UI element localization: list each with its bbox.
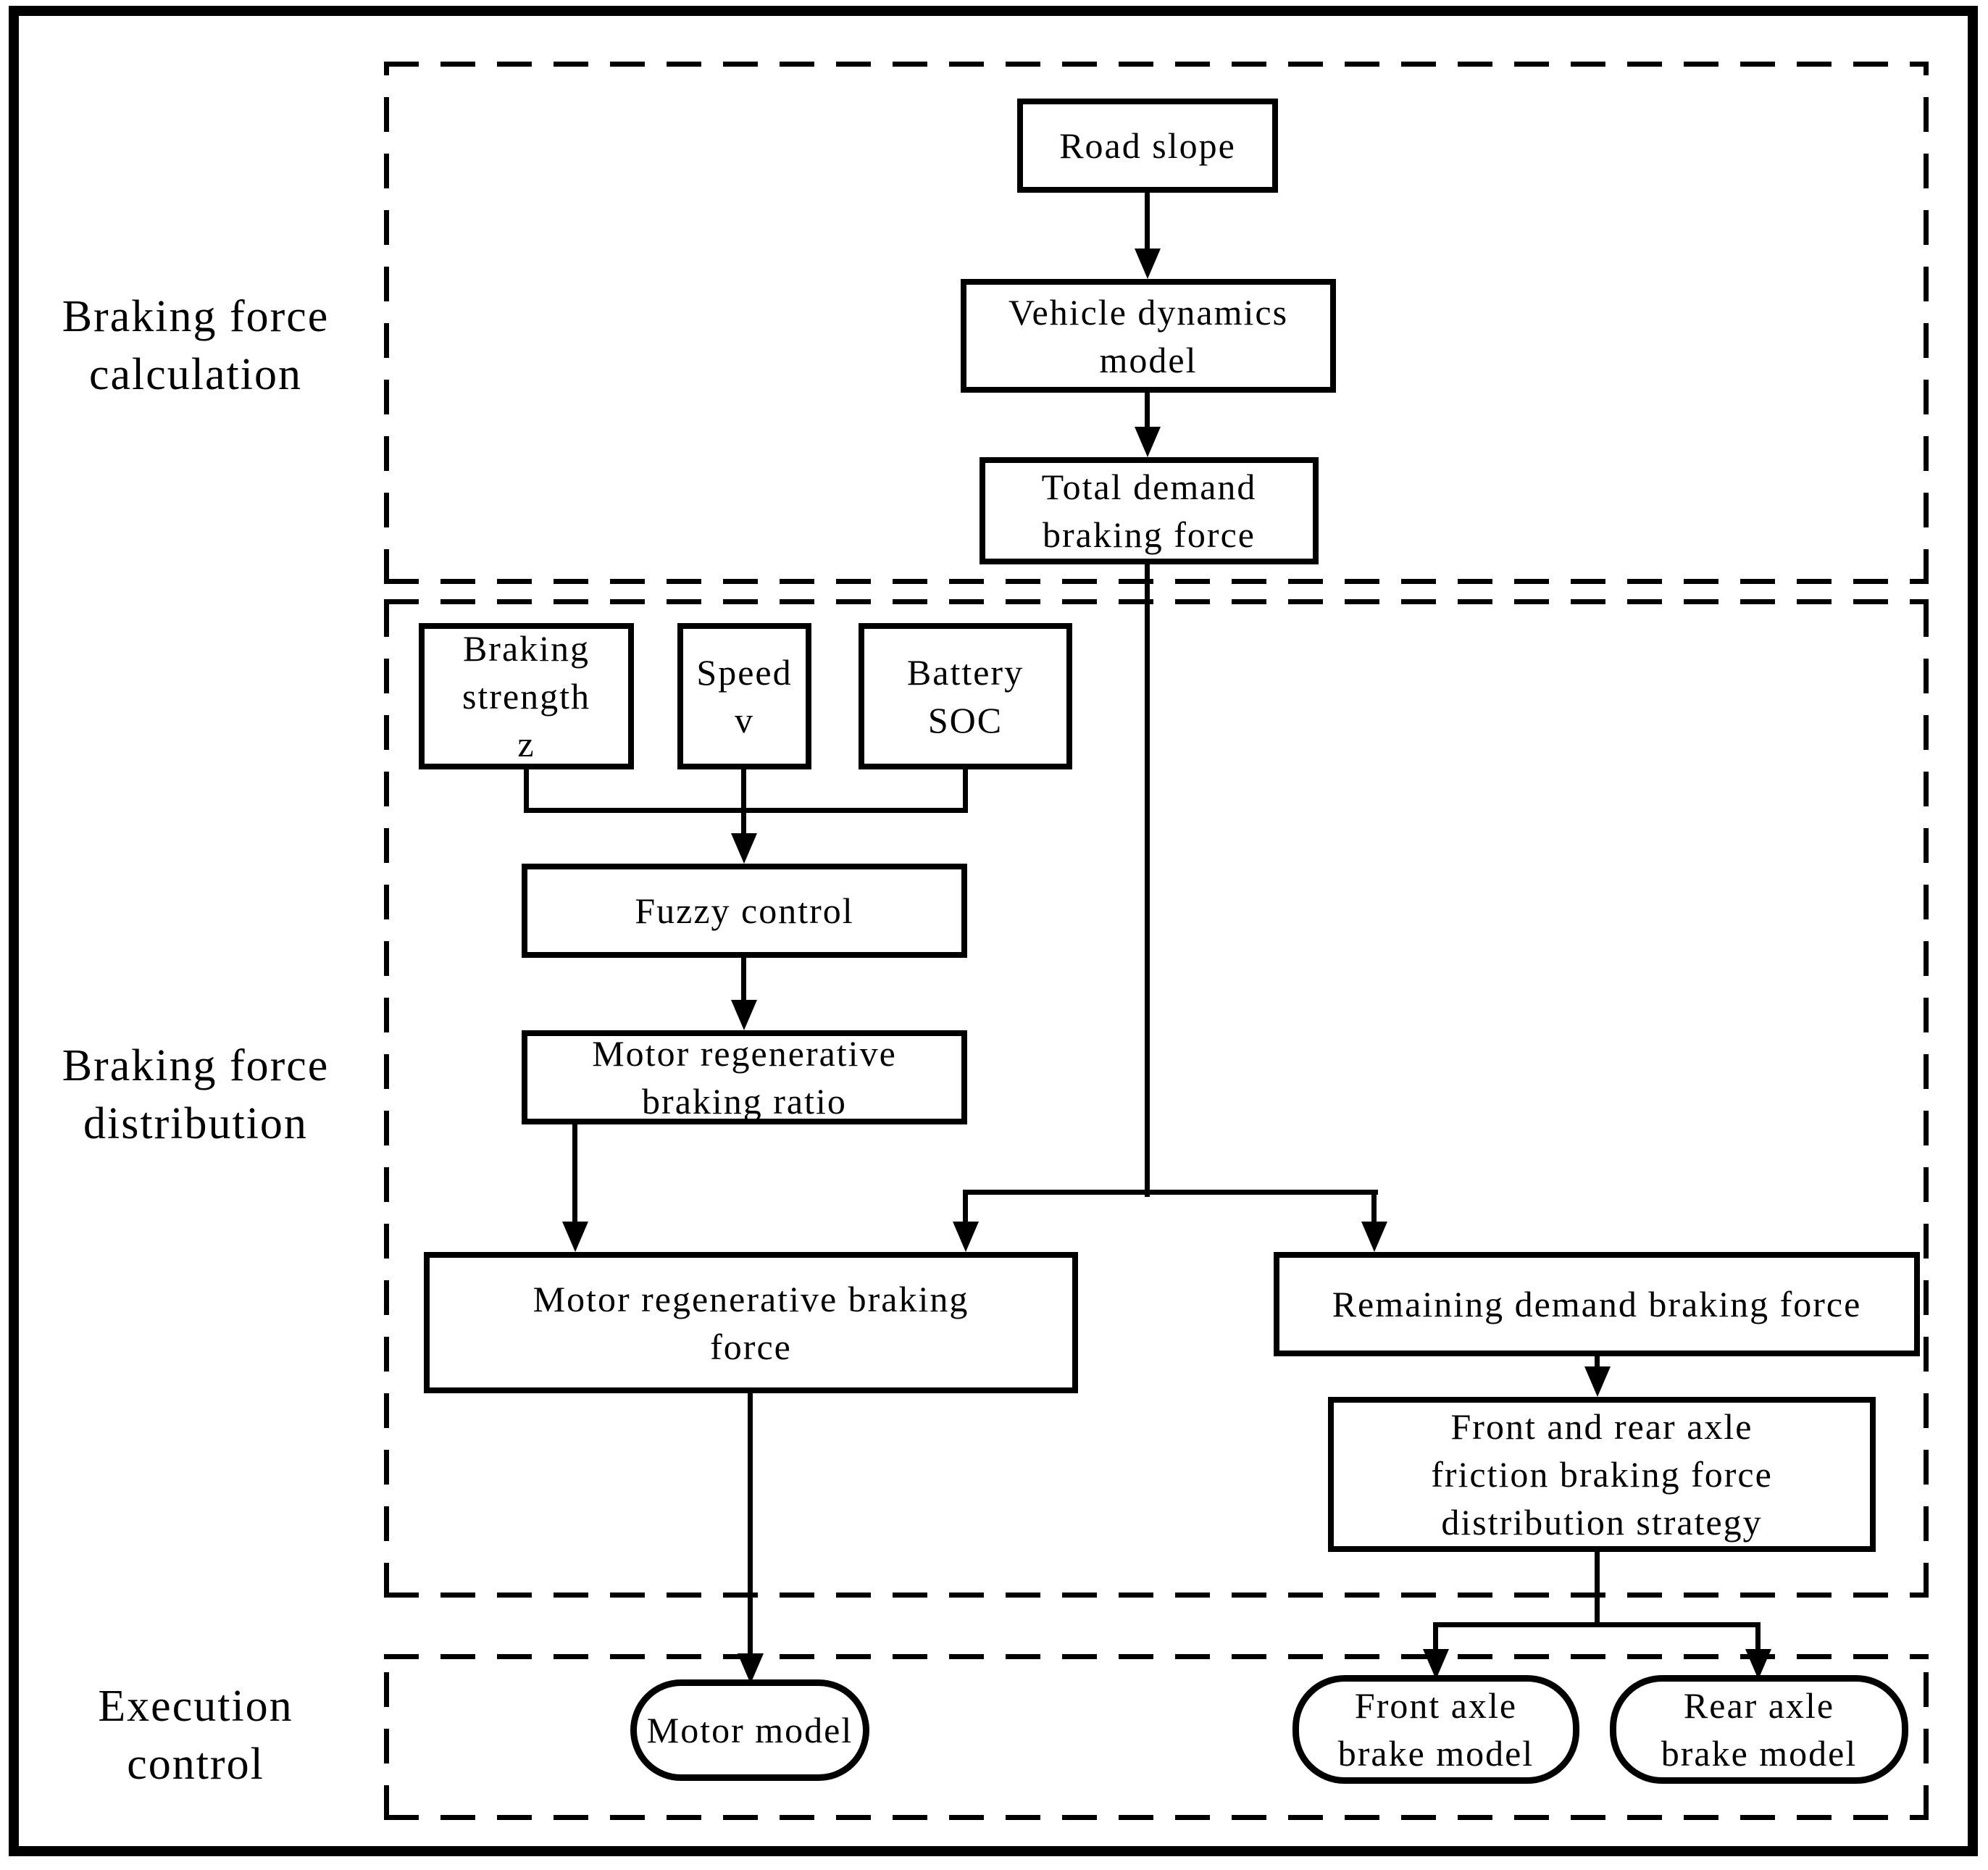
arrowhead-into-vehicle-dynamics (1135, 249, 1161, 279)
section-label-braking-force-distribution: Braking force distribution (62, 1041, 330, 1148)
connector-branch-left-down (963, 1192, 968, 1224)
node-remaining-demand-braking-force: Remaining demand braking force (1274, 1252, 1920, 1356)
connector-roadslope-to-vehicledynamics (1145, 193, 1150, 254)
node-rear-axle-brake-model: Rear axle brake model (1610, 1675, 1908, 1784)
node-braking-strength-z: Braking strength z (419, 623, 634, 769)
node-fuzzy-control: Fuzzy control (522, 864, 967, 958)
section-label-execution-control: Execution control (98, 1682, 293, 1789)
node-speed-v: Speed v (677, 623, 811, 769)
connector-axle-branch-right-down (1755, 1624, 1761, 1653)
node-battery-soc: Battery SOC (859, 623, 1072, 769)
connector-ratio-to-regenforce (572, 1124, 577, 1226)
arrowhead-into-total-demand (1135, 427, 1161, 457)
node-front-rear-axle-distribution-strategy: Front and rear axle friction braking for… (1328, 1397, 1876, 1552)
connector-batterysoc-down (963, 769, 968, 813)
node-vehicle-dynamics-model: Vehicle dynamics model (961, 279, 1336, 393)
arrowhead-into-remaining-force (1361, 1222, 1387, 1252)
connector-totaldemand-down-trunk (1145, 564, 1150, 1197)
node-motor-regenerative-braking-ratio: Motor regenerative braking ratio (522, 1030, 967, 1124)
node-motor-model: Motor model (630, 1679, 869, 1781)
connector-remaining-to-strategy (1595, 1356, 1600, 1372)
connector-brakingstrength-down (524, 769, 529, 813)
connector-speed-down (741, 769, 746, 837)
connector-axle-branch-left-down (1433, 1624, 1438, 1653)
connector-branch-right-down (1371, 1192, 1377, 1224)
connector-fuzzy-to-ratio (741, 958, 746, 1005)
diagram-border (9, 6, 1978, 1856)
node-total-demand-braking-force: Total demand braking force (980, 457, 1319, 564)
connector-strategy-down (1595, 1552, 1600, 1627)
node-front-axle-brake-model: Front axle brake model (1292, 1675, 1579, 1784)
connector-regenforce-to-motormodel (748, 1393, 753, 1653)
connector-vehicledynamics-to-totaldemand (1145, 393, 1150, 430)
arrowhead-into-front-axle (1423, 1649, 1449, 1679)
connector-trunk-branch-bar (963, 1190, 1378, 1195)
arrowhead-trunk-into-regen-force (953, 1222, 979, 1252)
arrowhead-into-motor-model (738, 1653, 764, 1684)
connector-axle-branch-bar (1433, 1622, 1761, 1627)
arrowhead-ratio-into-regen-force (562, 1222, 588, 1252)
arrowhead-into-rear-axle (1745, 1649, 1771, 1679)
arrowhead-into-fuzzy-control (731, 833, 757, 864)
arrowhead-into-regen-ratio (731, 1000, 757, 1030)
node-motor-regenerative-braking-force: Motor regenerative braking force (424, 1252, 1078, 1393)
node-road-slope: Road slope (1017, 99, 1278, 193)
arrowhead-into-strategy (1584, 1366, 1611, 1397)
section-label-braking-force-calculation: Braking force calculation (62, 292, 330, 399)
